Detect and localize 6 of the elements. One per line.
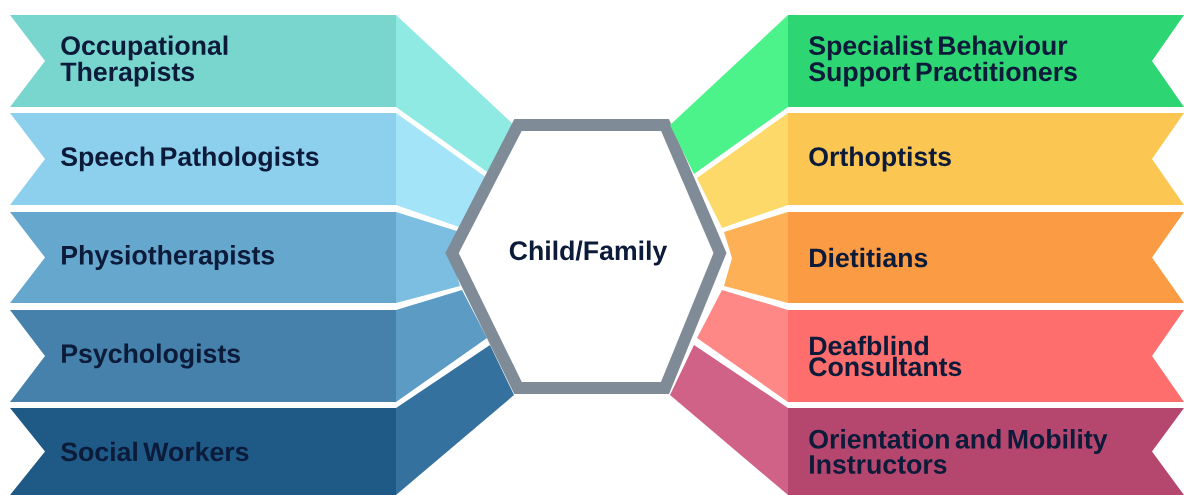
ribbon: Speech Pathologists bbox=[10, 113, 487, 228]
ribbon: Orthoptists bbox=[697, 113, 1184, 228]
ribbon: Deafblind Consultants bbox=[697, 290, 1184, 402]
ribbon: Physiotherapists bbox=[10, 212, 460, 303]
ribbon: Dietitians bbox=[724, 212, 1184, 303]
ribbon: Psychologists bbox=[10, 290, 487, 402]
